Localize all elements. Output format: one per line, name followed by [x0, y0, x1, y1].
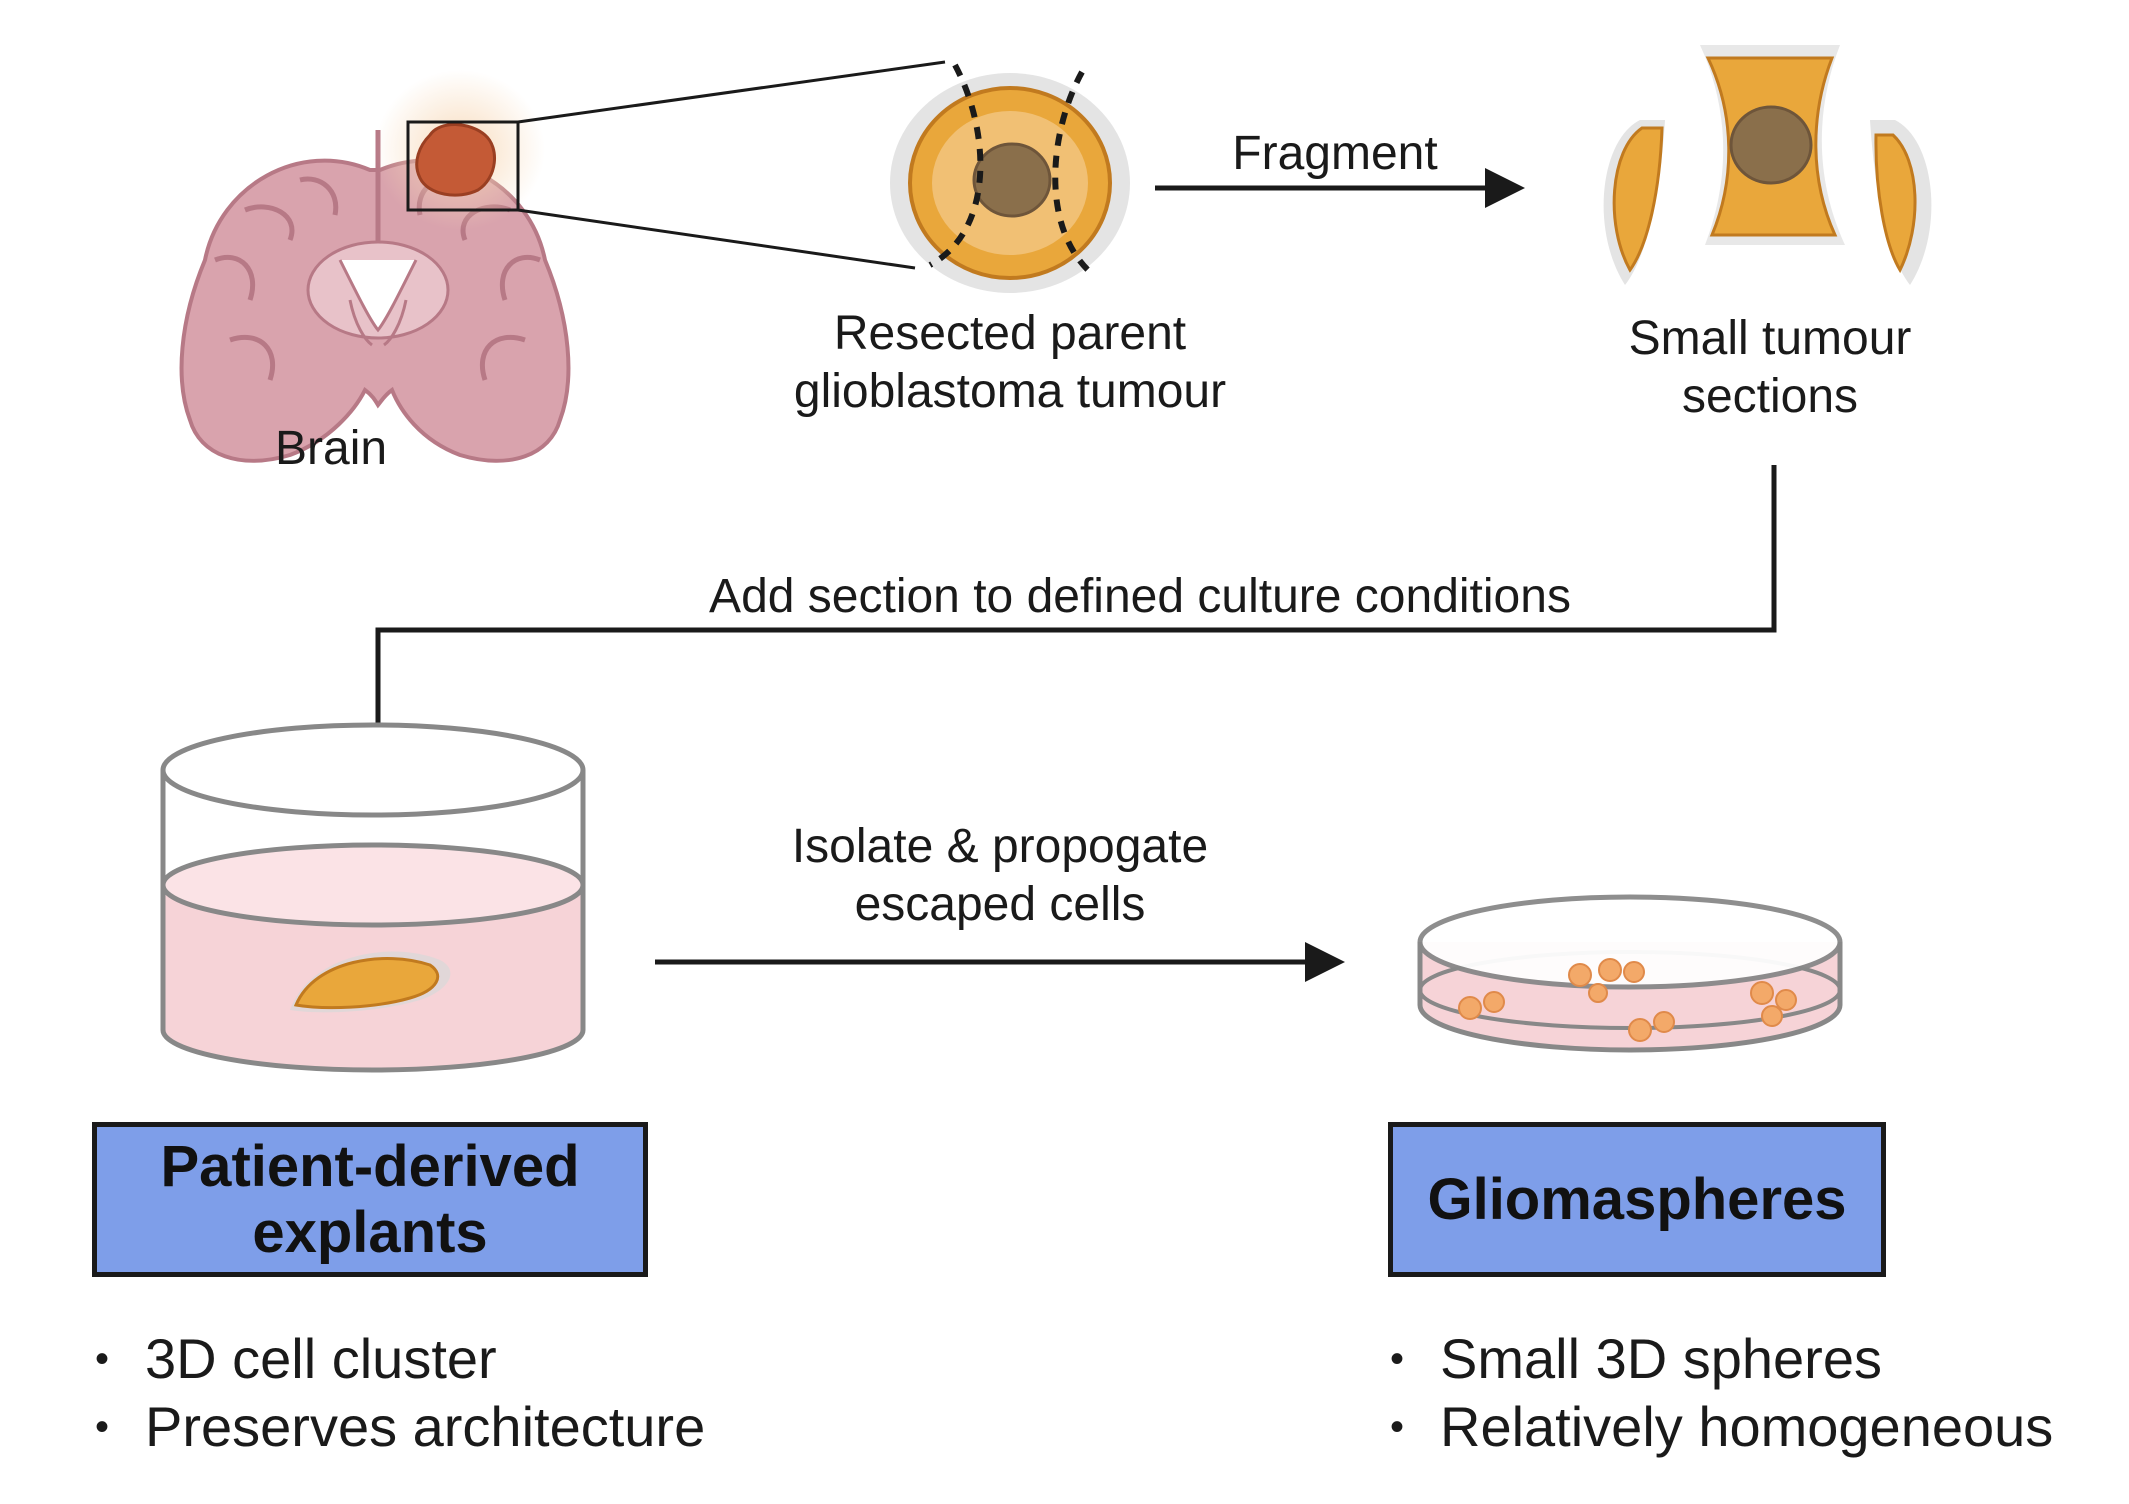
explants-title-line-1: Patient-derived [160, 1133, 580, 1199]
isolate-label: Isolate & propogate escaped cells [700, 818, 1300, 934]
tumour-sections-illustration [1603, 45, 1932, 285]
zoom-line-top [517, 60, 946, 124]
parent-tumour-label: Resected parent glioblastoma tumour [700, 305, 1320, 421]
gliomasphere-petri-dish [1417, 894, 1843, 1053]
explants-feature-item: Preserves architecture [95, 1393, 705, 1461]
parent-tumour-label-line-2: glioblastoma tumour [793, 365, 1227, 418]
brain-label: Brain [275, 422, 388, 475]
zoom-box [406, 120, 520, 212]
culture-connector-arrow [358, 465, 1777, 775]
explants-feature-item: 3D cell cluster [95, 1325, 705, 1393]
gliomaspheres-title: Gliomaspheres [1427, 1166, 1847, 1232]
explants-title-box: Patient-derived explants [92, 1122, 648, 1277]
gliomaspheres-feature-item: Relatively homogeneous [1390, 1393, 2053, 1461]
add-section-label: Add section to defined culture condition… [709, 570, 1571, 623]
explants-title-line-2: explants [252, 1199, 488, 1265]
explants-feature-list: 3D cell cluster Preserves architecture [95, 1325, 705, 1461]
isolate-label-line-2: escaped cells [854, 878, 1146, 931]
parent-tumour-label-line-1: Resected parent [833, 307, 1187, 360]
small-sections-label-line-1: Small tumour [1628, 312, 1912, 365]
small-sections-label: Small tumour sections [1550, 310, 1990, 426]
gliomaspheres-title-box: Gliomaspheres [1388, 1122, 1886, 1277]
gliomaspheres-feature-item: Small 3D spheres [1390, 1325, 2053, 1393]
brain-illustration [179, 70, 571, 463]
isolate-label-line-1: Isolate & propogate [791, 820, 1209, 873]
small-sections-label-line-2: sections [1681, 370, 1859, 423]
gliomaspheres-feature-list: Small 3D spheres Relatively homogeneous [1390, 1325, 2053, 1461]
explant-culture-dish [160, 722, 586, 1073]
resected-tumour-illustration [890, 63, 1130, 293]
zoom-line-bottom [517, 208, 916, 270]
fragment-label: Fragment [1232, 127, 1438, 180]
